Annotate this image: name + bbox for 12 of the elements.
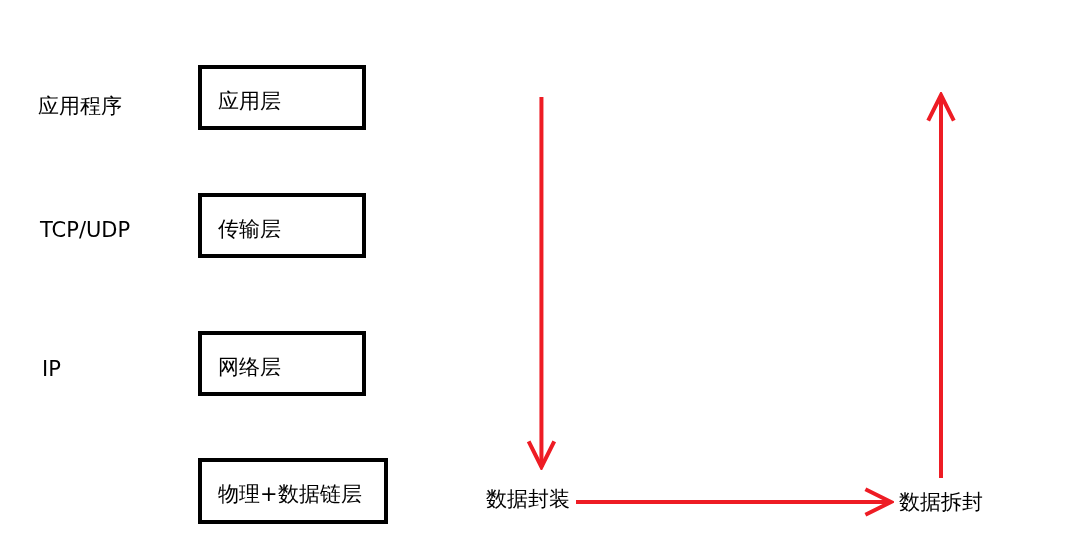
layer-box: 物理+数据链层 xyxy=(198,458,388,524)
protocol-label: IP xyxy=(42,357,61,381)
step-label: 数据拆封 xyxy=(899,488,983,516)
protocol-label: TCP/UDP xyxy=(40,218,131,242)
step-label: 数据封装 xyxy=(486,485,570,513)
layer-box: 网络层 xyxy=(198,331,366,396)
layer-box: 传输层 xyxy=(198,193,366,258)
arrow xyxy=(526,97,557,469)
arrow xyxy=(926,93,956,478)
layer-box: 应用层 xyxy=(198,65,366,130)
protocol-label: 应用程序 xyxy=(38,93,122,120)
arrow xyxy=(576,487,893,517)
